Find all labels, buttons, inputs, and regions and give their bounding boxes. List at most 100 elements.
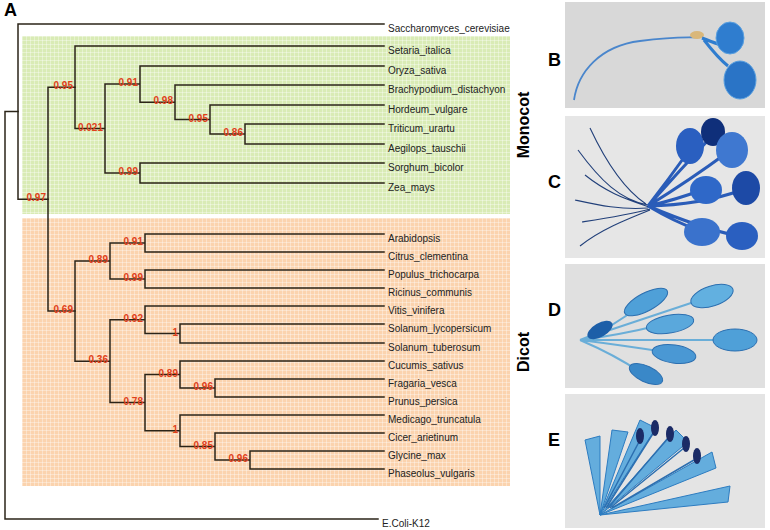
species-label: Zea_mays xyxy=(388,182,435,194)
cotyledon xyxy=(724,61,756,99)
label-holder: 0.89 xyxy=(89,249,108,267)
label-holder: Aegilops_tauschii xyxy=(388,138,466,156)
label-holder: 0.78 xyxy=(124,391,143,409)
label-holder: 0.021 xyxy=(78,117,103,135)
label-holder: Populus_trichocarpa xyxy=(388,264,479,282)
panel-letter: D xyxy=(548,300,561,320)
label-holder: 0.89 xyxy=(159,363,178,381)
label-holder: 0.69 xyxy=(54,299,73,317)
group-label: Dicot xyxy=(515,332,533,372)
label-holder: Cicer_arietinum xyxy=(388,427,458,445)
panel-letter: B xyxy=(548,50,561,70)
bootstrap-value: 0.97 xyxy=(27,193,46,203)
bootstrap-value: 0.36 xyxy=(89,355,108,365)
bootstrap-value: 0.95 xyxy=(189,114,208,124)
label-holder: Arabidopsis xyxy=(388,228,440,246)
photo-ground xyxy=(565,394,765,528)
label-holder: Zea_mays xyxy=(388,177,435,195)
label-holder: Solanum_tuberosum xyxy=(388,337,480,355)
species-label: Saccharomyces_cerevisiae xyxy=(388,23,510,35)
label-holder: Brachypodium_distachyon xyxy=(388,79,505,97)
label-holder: E xyxy=(548,430,560,450)
label-holder: Citrus_clementina xyxy=(388,246,468,264)
label-holder: 0.86 xyxy=(224,122,243,140)
label-holder: 0.91 xyxy=(119,72,138,90)
label-holder: B xyxy=(548,50,561,70)
flower-bud xyxy=(688,280,736,313)
species-label: Phaseolus_vulgaris xyxy=(388,468,475,480)
species-label: Cucumis_sativus xyxy=(388,360,464,372)
label-holder: 0.91 xyxy=(124,231,143,249)
label-holder: Vitis_vinifera xyxy=(388,300,445,318)
group-label: Monocot xyxy=(515,92,533,159)
cotyledon xyxy=(690,176,722,204)
flower-bud xyxy=(584,317,615,343)
label-holder: 0.98 xyxy=(154,90,173,108)
label-holder: Oryza_sativa xyxy=(388,60,446,78)
species-label: Fragaria_vesca xyxy=(388,378,457,390)
label-holder: 0.99 xyxy=(119,161,138,179)
species-label: Hordeum_vulgare xyxy=(388,104,468,116)
bootstrap-value: 0.99 xyxy=(119,167,138,177)
dicot-branches xyxy=(75,234,384,469)
photo-d xyxy=(565,264,765,389)
seedling-roots xyxy=(575,128,650,246)
species-label: E.Coli-K12 xyxy=(382,518,430,530)
anther xyxy=(666,426,674,442)
flower-bud xyxy=(645,311,695,337)
species-label: Solanum_lycopersicum xyxy=(388,323,491,335)
panel-letter: E xyxy=(548,430,560,450)
group-label-holder: Monocot xyxy=(515,92,533,159)
label-holder: E.Coli-K12 xyxy=(382,513,430,530)
cotyledon xyxy=(716,22,744,54)
label-holder: Hordeum_vulgare xyxy=(388,99,468,117)
flower-bud xyxy=(651,342,697,366)
label-holder: Prunus_persica xyxy=(388,391,457,409)
species-label: Ricinus_communis xyxy=(388,287,472,299)
species-label: Populus_trichocarpa xyxy=(388,269,479,281)
bootstrap-value: 0.021 xyxy=(78,123,103,133)
label-holder: 0.96 xyxy=(229,448,248,466)
species-label: Glycine_max xyxy=(388,450,446,462)
bootstrap-value: 1 xyxy=(172,425,178,435)
bootstrap-value: 0.69 xyxy=(54,305,73,315)
anther xyxy=(651,420,659,436)
bootstrap-value: 0.89 xyxy=(89,255,108,265)
label-holder: Sorghum_bicolor xyxy=(388,157,464,175)
label-holder: Phaseolus_vulgaris xyxy=(388,463,475,481)
label-holder: Solanum_lycopersicum xyxy=(388,318,491,336)
species-label: Solanum_tuberosum xyxy=(388,342,480,354)
bootstrap-value: 0.95 xyxy=(54,81,73,91)
anther xyxy=(693,448,701,464)
label-holder: Ricinus_communis xyxy=(388,282,472,300)
species-label: Setaria_italica xyxy=(388,45,451,57)
species-label: Brachypodium_distachyon xyxy=(388,84,505,96)
bootstrap-value: 0.78 xyxy=(124,397,143,407)
seedling-root xyxy=(574,37,698,100)
species-label: Citrus_clementina xyxy=(388,251,468,263)
cotyledon xyxy=(684,218,720,246)
flower-bud xyxy=(626,359,665,389)
label-holder: 0.85 xyxy=(194,435,213,453)
label-holder: Medicago_truncatula xyxy=(388,409,481,427)
bootstrap-value: 0.89 xyxy=(159,369,178,379)
species-label: Prunus_persica xyxy=(388,396,457,408)
cotyledon xyxy=(716,132,748,168)
panel-letter: A xyxy=(4,0,17,20)
label-holder: C xyxy=(548,172,561,192)
group-label-holder: Dicot xyxy=(515,332,533,372)
label-holder: Glycine_max xyxy=(388,445,446,463)
flower-bud xyxy=(621,283,672,321)
bootstrap-value: 0.92 xyxy=(124,314,143,324)
flower-stalks xyxy=(580,300,720,372)
label-holder: 1 xyxy=(172,419,178,437)
tree-branches xyxy=(5,24,384,519)
photo-ground xyxy=(565,2,765,108)
species-label: Sorghum_bicolor xyxy=(388,162,464,174)
label-holder: Triticum_urartu xyxy=(388,118,455,136)
label-holder: Saccharomyces_cerevisiae xyxy=(388,18,510,36)
